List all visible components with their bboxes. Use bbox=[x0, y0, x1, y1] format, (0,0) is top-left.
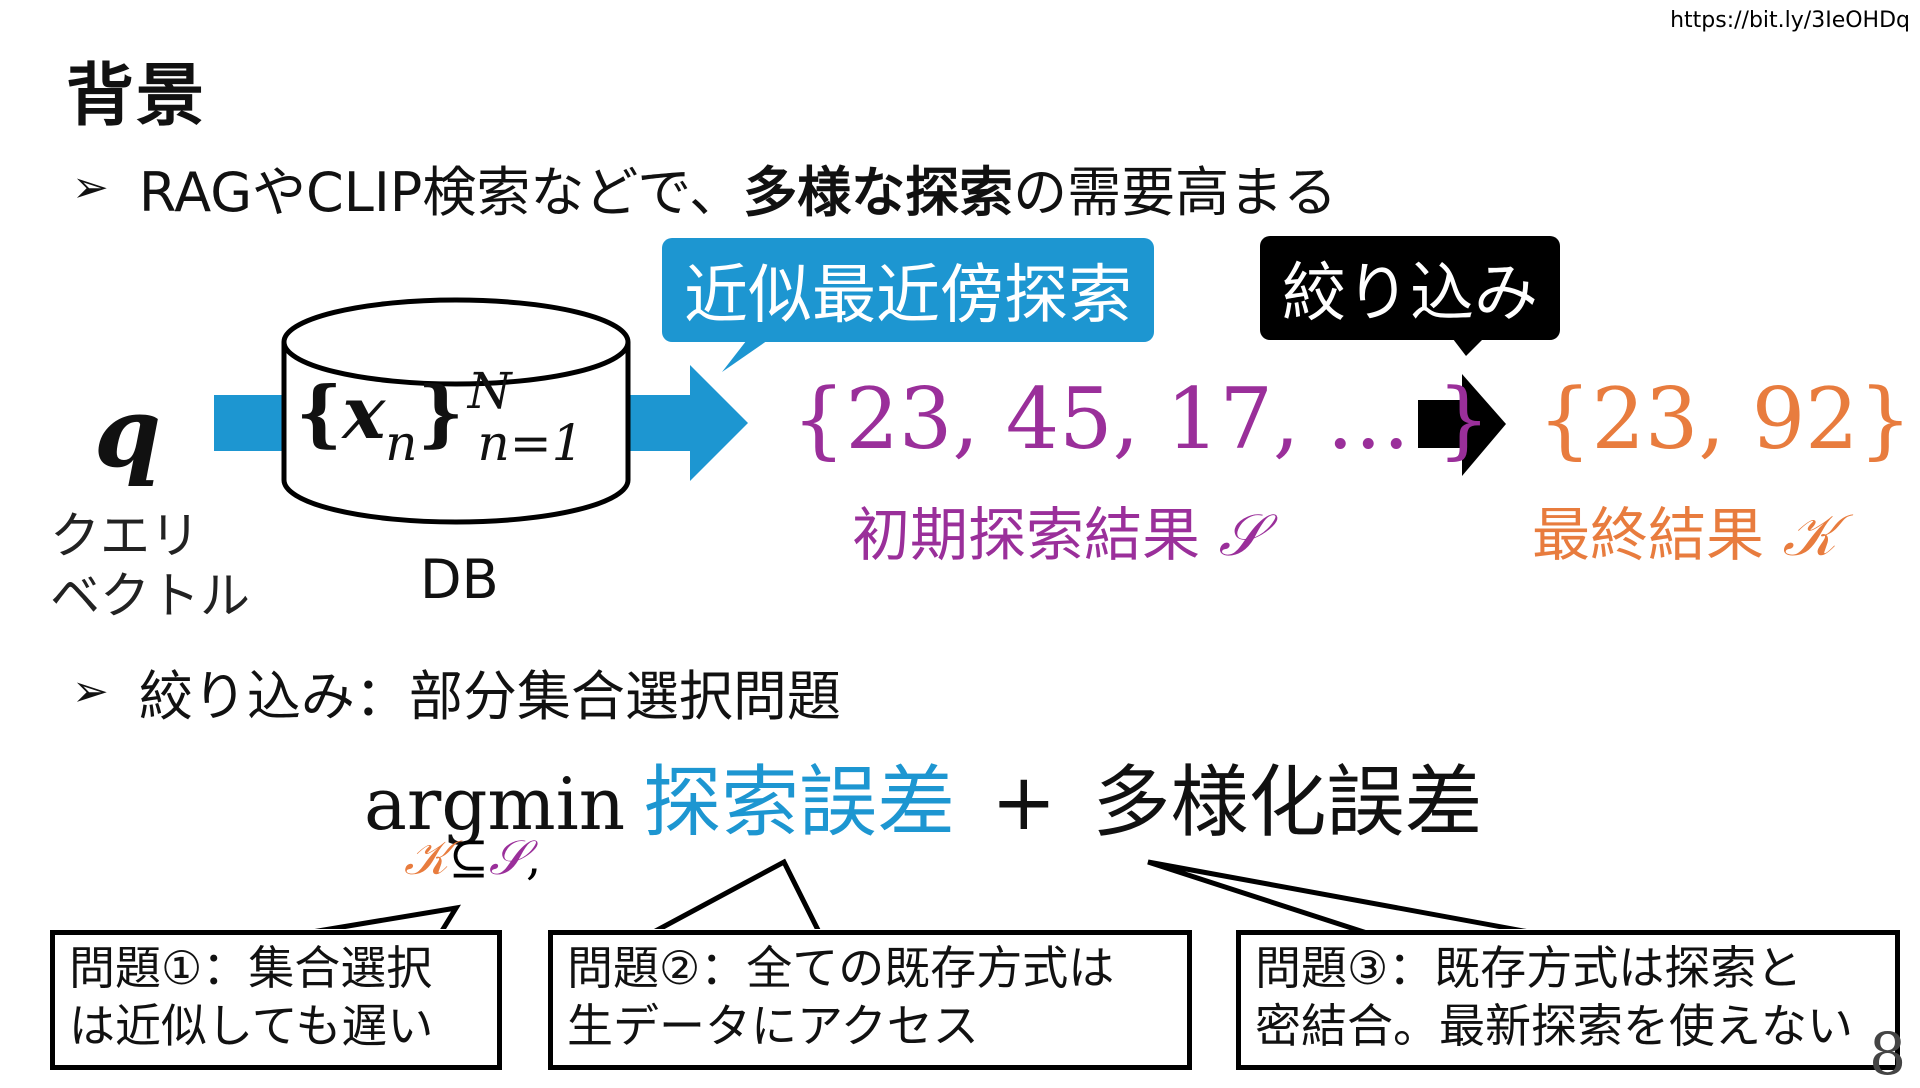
constraint-comma: , bbox=[525, 830, 542, 886]
bullet-demand-bold: 多様な探索 bbox=[743, 161, 1014, 224]
db-formula: {xn}Nn=1 bbox=[296, 362, 583, 472]
constraint-s: 𝒮 bbox=[488, 830, 526, 886]
problem1-line1: 問題①：集合選択 bbox=[69, 941, 433, 995]
constraint-subset-op: ⊆ bbox=[448, 830, 489, 886]
query-arrow-shaft bbox=[214, 395, 294, 451]
db-var: x bbox=[342, 370, 386, 455]
db-open-brace: { bbox=[296, 370, 343, 455]
filter-arrow-shaft bbox=[1418, 400, 1468, 448]
problem2-line1: 問題②：全ての既存方式は bbox=[567, 941, 1115, 995]
bullet-demand-prefix: RAGやCLIP検索などで、 bbox=[138, 161, 744, 224]
source-url[interactable]: https://bit.ly/3IeOHDq bbox=[1670, 8, 1910, 33]
bullet-subset-text: 絞り込み：部分集合選択問題 bbox=[138, 665, 841, 728]
final-result-label-text: 最終結果 bbox=[1532, 501, 1765, 569]
problem-box-3: 問題③：既存方式は探索と 密結合。最新探索を使えない bbox=[1236, 930, 1900, 1070]
problem2-line2: 生データにアクセス bbox=[567, 999, 979, 1053]
ann-callout: 近似最近傍探索 bbox=[662, 238, 1154, 342]
problem3-line2: 密結合。最新探索を使えない bbox=[1255, 999, 1853, 1053]
filter-callout: 絞り込み bbox=[1260, 236, 1560, 340]
slide-title: 背景 bbox=[66, 57, 207, 136]
bullet-subset-selection: ➢ 絞り込み：部分集合選択問題 bbox=[72, 652, 841, 731]
problem3-line1: 問題③：既存方式は探索と bbox=[1255, 941, 1803, 995]
formula-plus: + bbox=[991, 758, 1057, 848]
query-label-line1: クエリ bbox=[50, 507, 200, 565]
db-label: DB bbox=[420, 548, 499, 611]
initial-result-set: {23, 45, 17, … } bbox=[792, 370, 1491, 468]
db-var-subscript: n bbox=[385, 414, 418, 472]
filter-arrow-head bbox=[1462, 374, 1506, 476]
bullet-arrow-icon: ➢ bbox=[72, 666, 109, 717]
page-number: 8 bbox=[1869, 1020, 1906, 1088]
query-label-line2: ベクトル bbox=[50, 567, 250, 625]
problem2-pointer bbox=[648, 858, 825, 937]
initial-result-symbol: 𝒮 bbox=[1218, 501, 1264, 569]
final-result-symbol: 𝒦 bbox=[1782, 501, 1837, 569]
bullet-demand-suffix: の需要高まる bbox=[1013, 161, 1338, 224]
initial-result-label-text: 初期探索結果 bbox=[852, 501, 1201, 569]
formula-constraint: 𝒦⊆𝒮, bbox=[404, 830, 541, 887]
final-result-set: {23, 92} bbox=[1538, 370, 1913, 468]
bullet-arrow-icon: ➢ bbox=[72, 162, 109, 213]
db-close-brace: } bbox=[417, 370, 464, 455]
formula-search-error: 探索誤差 bbox=[643, 758, 956, 848]
objective-formula: argmin 探索誤差 + 多様化誤差 bbox=[364, 740, 1483, 852]
initial-result-label: 初期探索結果 𝒮 bbox=[852, 488, 1263, 572]
db-lower-index: n=1 bbox=[477, 414, 584, 472]
formula-diversity-error: 多様化誤差 bbox=[1092, 758, 1483, 848]
db-superscript: N bbox=[467, 362, 512, 420]
problem1-line2: は近似しても遅い bbox=[69, 999, 434, 1053]
bullet-demand: ➢ RAGやCLIP検索などで、多様な探索の需要高まる bbox=[72, 148, 1337, 227]
problem3-pointer bbox=[1147, 859, 1541, 937]
database-cylinder-icon bbox=[281, 297, 631, 525]
db-arrow-head bbox=[690, 365, 748, 481]
problem-box-1: 問題①：集合選択 は近似しても遅い bbox=[50, 930, 502, 1070]
final-result-label: 最終結果 𝒦 bbox=[1532, 488, 1836, 572]
db-arrow-shaft bbox=[626, 395, 696, 451]
formula-argmin: argmin bbox=[364, 762, 626, 846]
problem-box-2: 問題②：全ての既存方式は 生データにアクセス bbox=[548, 930, 1192, 1070]
query-symbol: q bbox=[94, 376, 162, 489]
constraint-k: 𝒦 bbox=[404, 830, 449, 886]
